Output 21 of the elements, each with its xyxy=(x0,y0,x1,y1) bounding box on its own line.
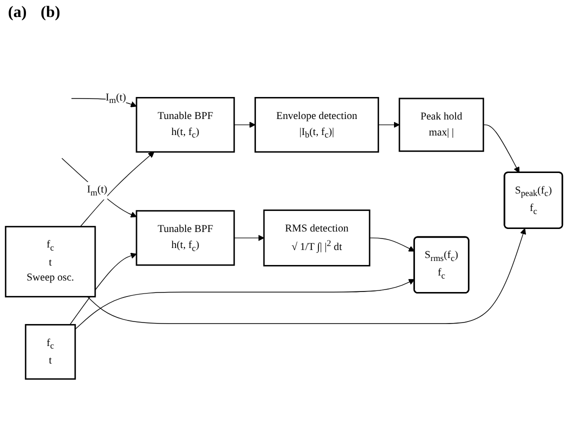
arrow xyxy=(234,122,256,128)
node-box: Peak hold max| | xyxy=(398,98,484,152)
node-box: f$_{c}$ t Sweep osc. xyxy=(4,226,96,298)
arrow xyxy=(61,158,137,218)
node-box: Envelope detection |I$_{b}$(t, f$_{c}$)| xyxy=(254,97,380,153)
node-box: Tunable BPF h(t, f$_{c}$) xyxy=(136,97,235,153)
arrow xyxy=(74,279,415,330)
arrow xyxy=(234,234,264,242)
arrow xyxy=(369,238,415,252)
node-box: Tunable BPF h(t, f$_{c}$) xyxy=(136,210,235,266)
panel-label: (b) xyxy=(40,4,60,21)
arrow xyxy=(70,252,137,326)
edge-label: I$_{m}$(t) xyxy=(86,184,108,198)
node-box: f$_{c}$ t xyxy=(24,324,76,380)
edge-label: I$_{m}$(t) xyxy=(106,92,126,106)
arrow xyxy=(87,228,526,324)
node-box: RMS detection √ 1/T ∫| |$^{2}$ dt xyxy=(263,210,370,266)
arrow xyxy=(483,124,520,173)
panel-label: (a) xyxy=(8,4,27,21)
arrow xyxy=(80,152,154,227)
arrow xyxy=(378,122,400,128)
